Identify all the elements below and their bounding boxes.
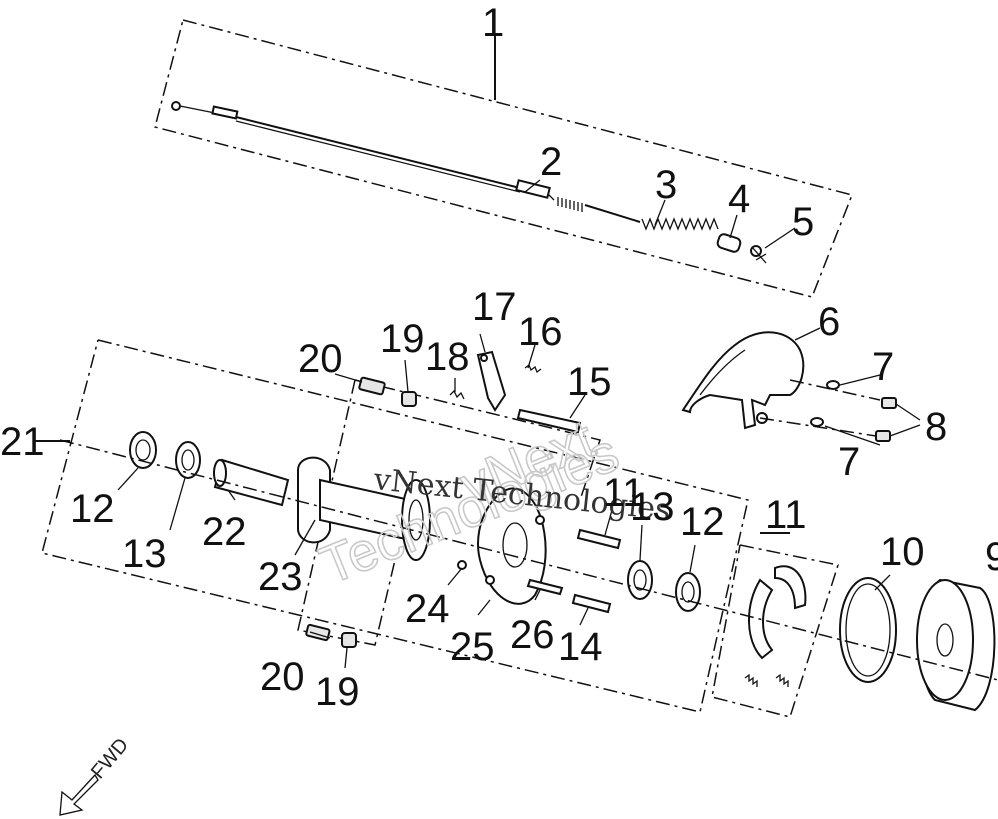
callout-4: 4: [728, 177, 750, 221]
hub-bolts: [457, 528, 622, 614]
callout-13-right: 13: [630, 485, 675, 529]
bearing-right: [627, 560, 701, 612]
callout-9: 9: [985, 535, 998, 579]
brake-shoe-frame: [711, 532, 839, 718]
callout-7-upper: 7: [872, 345, 894, 389]
callout-21: 21: [0, 420, 45, 464]
callout-26: 26: [510, 613, 555, 657]
callout-11-right: 11: [765, 493, 807, 537]
callout-20-lower: 20: [260, 655, 305, 699]
brake-drum: [916, 578, 996, 712]
callout-12-left: 12: [70, 487, 115, 531]
callout-10: 10: [880, 530, 925, 574]
cable-clip: [750, 245, 767, 264]
callout-5: 5: [792, 200, 814, 244]
callout-19-lower: 19: [315, 670, 360, 714]
callout-8: 8: [925, 405, 947, 449]
callout-20-upper: 20: [298, 337, 343, 381]
callout-13-left: 13: [122, 532, 167, 576]
brake-cover: [681, 331, 805, 430]
callout-2: 2: [540, 140, 562, 184]
callout-numbers: 1 2 3 4 5 6 7 7 8 9 10 11 11 12 12 13 13…: [0, 1, 998, 714]
callout-16: 16: [518, 310, 563, 354]
brake-lever: [449, 350, 582, 434]
callout-17: 17: [472, 285, 517, 329]
callout-7-lower: 7: [838, 440, 860, 484]
cable-spring: [641, 217, 719, 231]
brake-cable: [171, 101, 641, 223]
callout-23: 23: [258, 555, 303, 599]
callout-22: 22: [202, 510, 247, 554]
callout-24: 24: [405, 587, 450, 631]
bearing-left: [129, 431, 201, 479]
leader-lines: [117, 179, 921, 669]
fwd-label: FWD: [87, 734, 133, 783]
callout-25: 25: [450, 625, 495, 669]
cable-assembly-frame: [154, 19, 854, 298]
cover-fasteners: [759, 379, 897, 442]
snap-ring: [839, 577, 897, 683]
brake-shoes: [744, 565, 807, 687]
callout-19-upper: 19: [380, 317, 425, 361]
flange-bolts: [305, 376, 417, 648]
cable-pin: [716, 233, 742, 253]
forward-direction-indicator: FWD: [59, 734, 133, 816]
callout-1: 1: [482, 1, 504, 45]
callout-3: 3: [655, 163, 677, 207]
callout-6: 6: [818, 300, 840, 344]
callout-12-right: 12: [680, 500, 725, 544]
forward-arrow-icon: [59, 773, 99, 816]
callout-18: 18: [425, 335, 470, 379]
brake-backing-plate: [477, 487, 547, 605]
hub-body: [297, 456, 431, 561]
callout-15: 15: [567, 360, 612, 404]
callout-14: 14: [558, 625, 603, 669]
callout-11-left: 11: [603, 471, 645, 515]
